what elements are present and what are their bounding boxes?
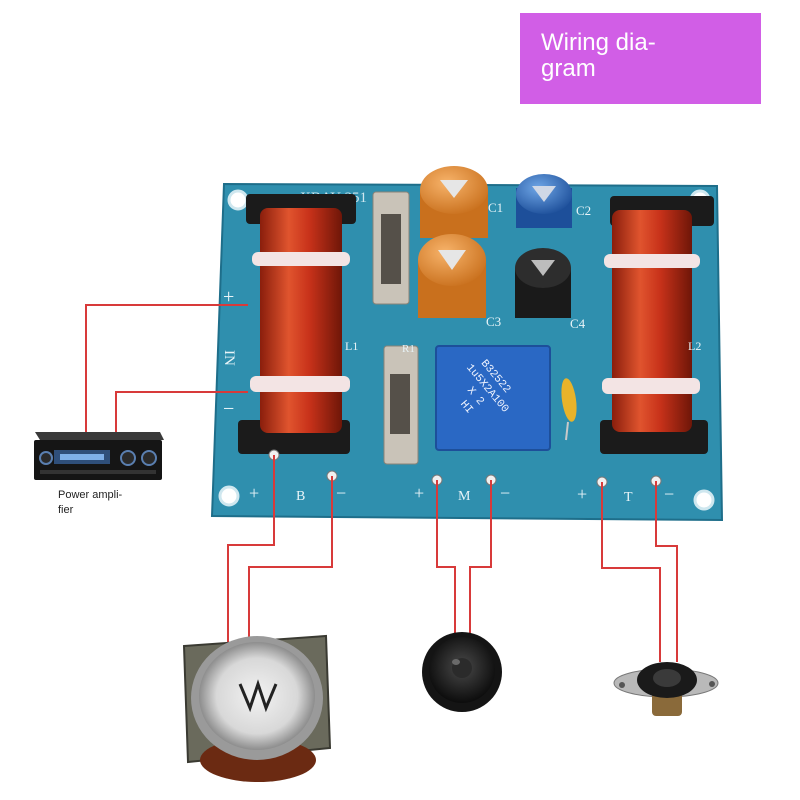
terminal-plus-label: + [414,483,424,503]
amplifier-label-line-2: fier [58,504,74,516]
coil-label: L2 [688,339,701,353]
wire-mid-plus [436,480,456,637]
capacitor-c4 [515,248,571,318]
resistor-bottom [383,345,419,465]
wires [85,304,678,662]
terminal-label-mid: M [458,489,471,504]
terminal-plus-label: + [577,484,587,504]
title-line-2: gram [541,55,596,82]
terminal-plus-label: + [249,483,259,503]
tweeter-speaker-icon [613,662,719,716]
coil-label: L1 [345,339,358,353]
coil-left: L1 [238,194,358,454]
wire-tweeter-minus [655,481,678,662]
wire-input-minus [115,391,248,432]
amplifier-label-line-1: Power ampli- [58,489,123,501]
terminal-label-treble: T [624,490,633,505]
capacitor-label: C3 [486,314,501,329]
input-label: IN [221,350,237,366]
mount-hole-icon [693,489,715,511]
film-capacitor: B32522 1u5X2A100 X 2 HI [435,345,551,451]
input-minus-label: − [223,398,234,420]
wire-input-plus [85,304,248,432]
capacitor-c2 [516,174,572,228]
wire-mid-minus [469,480,492,637]
terminal-label-bass: B [296,489,305,504]
wire-tweeter-plus [601,482,661,662]
resistor-top [372,191,410,305]
mount-hole-icon [227,189,249,211]
terminal-minus-label: − [500,483,510,503]
mount-hole-icon [218,485,240,507]
midrange-speaker-icon [422,632,502,712]
terminal-minus-label: − [336,483,346,503]
capacitor-label: C1 [488,200,503,215]
diagram-title: Wiring dia- gram [541,30,741,82]
resistor-label: R1 [402,343,415,355]
power-amplifier-icon [34,432,164,480]
amplifier-label: Power ampli- fier [58,488,168,518]
capacitor-label: C2 [576,203,591,218]
wire-bass-plus [227,455,275,652]
capacitor-c3 [418,234,486,318]
terminal-minus-label: − [664,484,674,504]
input-plus-label: + [223,286,234,308]
coil-right: L2 [600,196,714,454]
woofer-speaker-icon [182,634,332,782]
small-capacitor [561,378,577,441]
wire-bass-minus [248,476,333,652]
title-line-1: Wiring dia- [541,29,656,56]
capacitor-label: C4 [570,316,586,331]
capacitor-c1 [420,166,488,238]
title-banner [520,13,761,104]
